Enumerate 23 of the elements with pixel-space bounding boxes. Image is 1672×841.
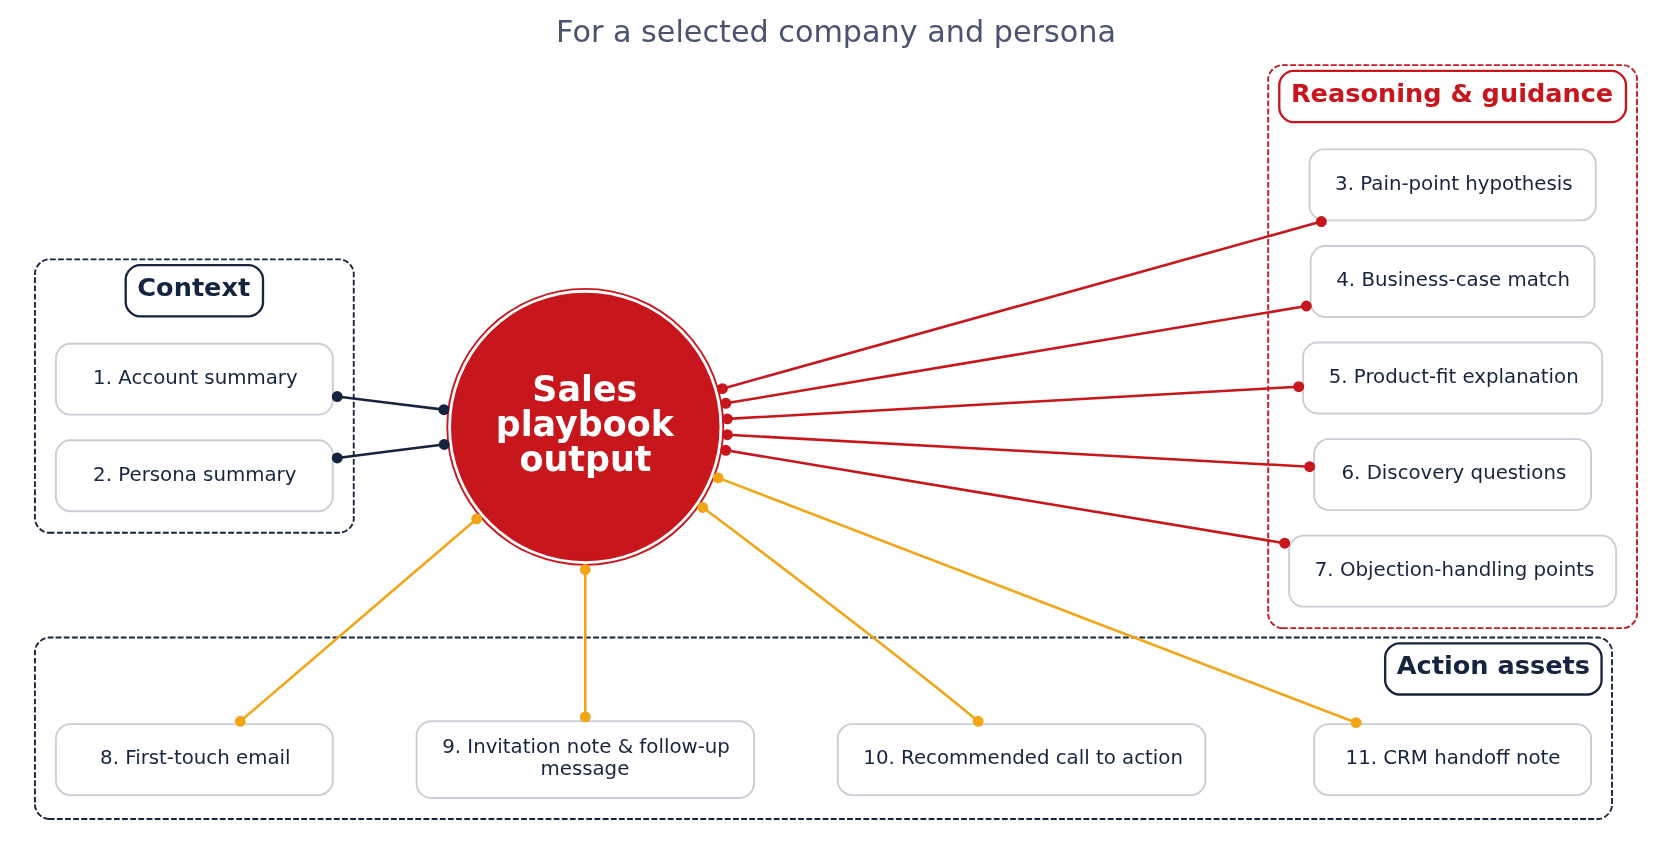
node-box: 11. CRM handoff note bbox=[1313, 723, 1592, 797]
connector bbox=[697, 501, 984, 727]
connector bbox=[234, 513, 483, 727]
connector bbox=[721, 429, 1316, 473]
node-box: 3. Pain-point hypothesis bbox=[1308, 148, 1597, 222]
node-box: 9. Invitation note & follow-up message bbox=[415, 720, 755, 799]
node-box: 2. Persona summary bbox=[54, 439, 334, 513]
node-box: 4. Business-case match bbox=[1309, 245, 1596, 318]
node-box: 5. Product-fit explanation bbox=[1302, 341, 1604, 415]
node-box: 7. Objection-handling points bbox=[1288, 534, 1618, 608]
connector bbox=[331, 391, 450, 416]
connector bbox=[579, 564, 591, 723]
connector bbox=[712, 472, 1362, 729]
connector bbox=[720, 300, 1312, 409]
connector bbox=[720, 444, 1291, 549]
node-box: 10. Recommended call to action bbox=[836, 723, 1207, 797]
node-box: 8. First-touch email bbox=[54, 723, 334, 797]
connector bbox=[331, 439, 450, 464]
node-box: 1. Account summary bbox=[54, 342, 334, 416]
connector bbox=[717, 216, 1327, 395]
diagram-title: For a selected company and persona bbox=[556, 13, 1116, 49]
node-box: 6. Discovery questions bbox=[1313, 438, 1592, 511]
connector bbox=[721, 381, 1305, 425]
